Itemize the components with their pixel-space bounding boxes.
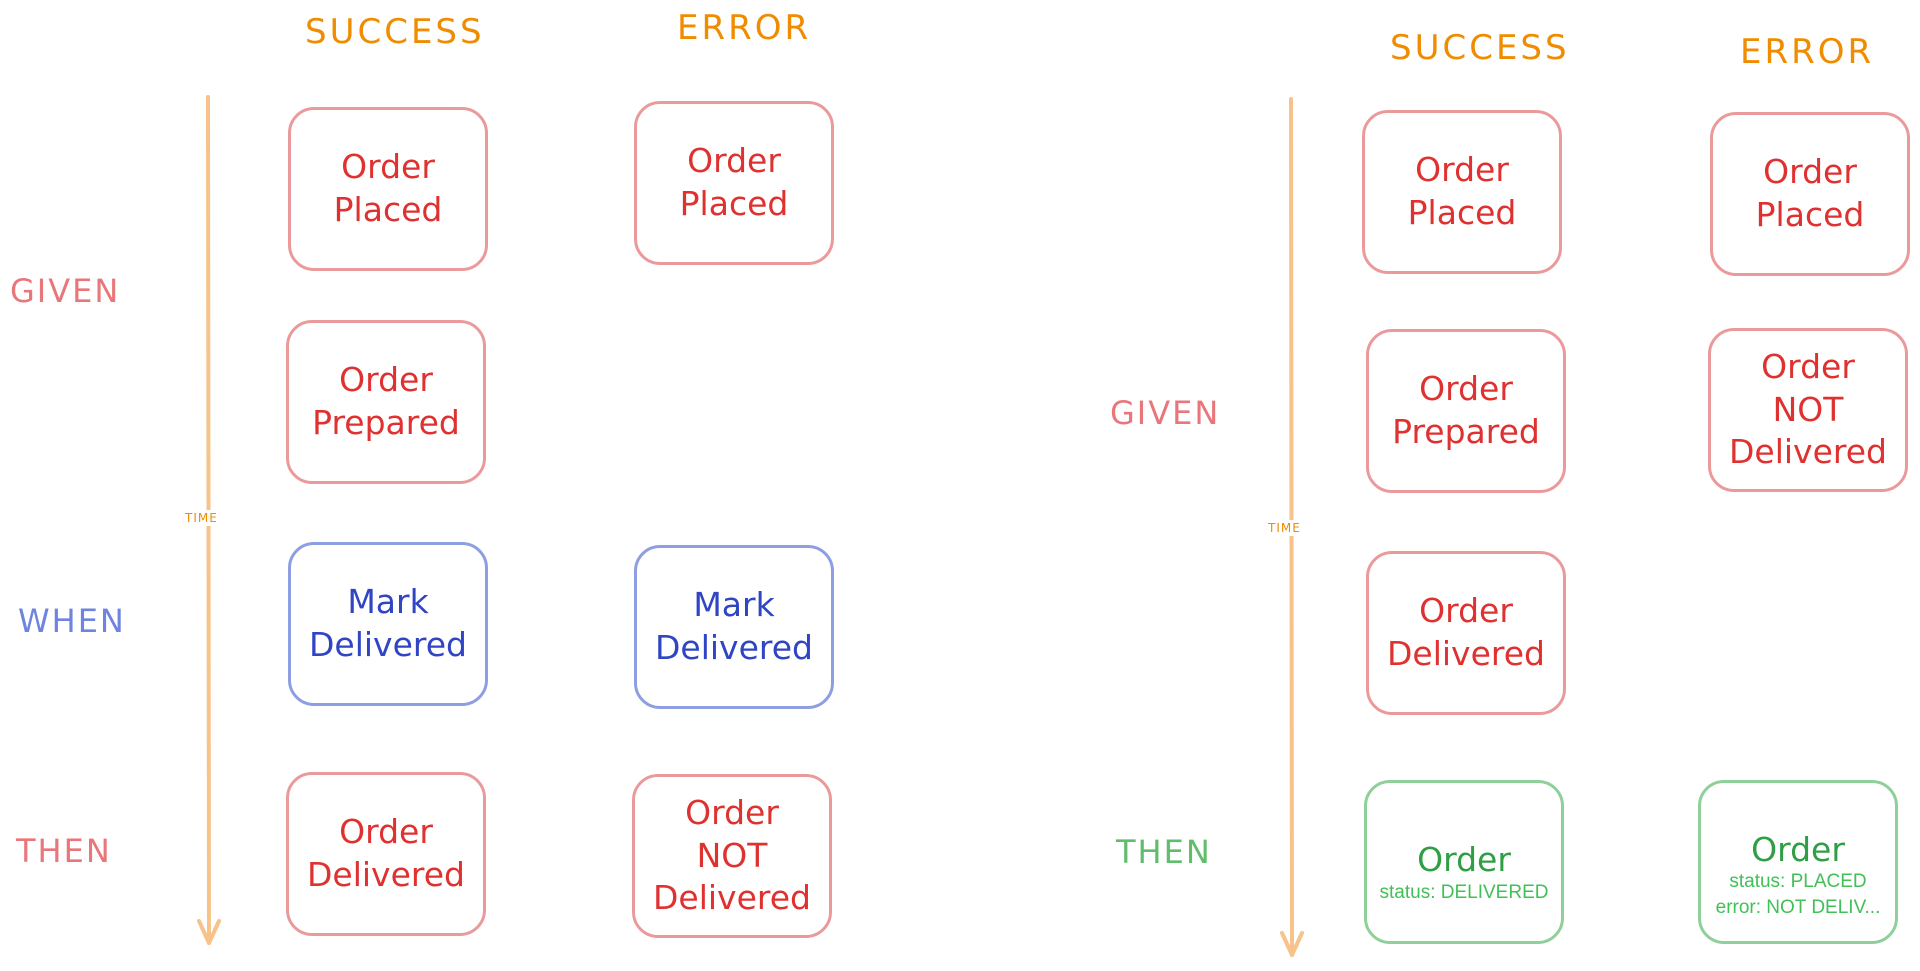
left-success-order-prepared-card: Order Prepared — [286, 320, 486, 484]
card-line: Order — [1763, 152, 1857, 192]
card-line: Order — [1415, 150, 1509, 190]
left-success-order-placed-card: Order Placed — [288, 107, 488, 271]
card-line: Delivered — [1387, 634, 1545, 673]
left-given-label: GIVEN — [10, 272, 121, 310]
right-then-label: THEN — [1116, 833, 1212, 871]
left-when-label: WHEN — [18, 602, 126, 640]
right-time-label: TIME — [1266, 520, 1303, 536]
left-then-label: THEN — [16, 832, 112, 870]
card-line: Delivered — [309, 625, 467, 664]
card-line: Order — [685, 792, 779, 832]
card-line: Order — [687, 141, 781, 181]
card-line: Mark — [347, 582, 429, 622]
card-line: Order — [1419, 369, 1513, 409]
card-line: Placed — [679, 184, 789, 223]
left-error-mark-delivered-card: Mark Delivered — [634, 545, 834, 709]
right-error-order-state-card: Order status: PLACED error: NOT DELIV... — [1698, 780, 1898, 944]
card-line: Delivered — [655, 628, 813, 667]
left-success-order-delivered-card: Order Delivered — [286, 772, 486, 936]
right-success-header: SUCCESS — [1390, 28, 1570, 68]
left-error-header: ERROR — [677, 8, 812, 48]
card-line: Delivered — [1729, 432, 1887, 472]
card-line: Prepared — [312, 403, 460, 442]
card-line: Order — [1761, 346, 1855, 386]
card-line: NOT — [1772, 389, 1844, 429]
left-success-mark-delivered-card: Mark Delivered — [288, 542, 488, 706]
right-success-order-delivered-card: Order Delivered — [1366, 551, 1566, 715]
card-line: Order — [1419, 591, 1513, 631]
right-success-order-placed-card: Order Placed — [1362, 110, 1562, 274]
right-error-order-not-delivered-card: Order NOT Delivered — [1708, 328, 1908, 492]
card-line: Placed — [333, 190, 443, 229]
card-title: Order — [1417, 840, 1511, 880]
left-error-order-not-delivered-card: Order NOT Delivered — [632, 774, 832, 938]
card-title: Order — [1751, 829, 1845, 869]
state-status-line: status: PLACED — [1729, 871, 1867, 893]
card-line: Order — [339, 812, 433, 852]
card-line: NOT — [696, 835, 768, 875]
card-line: Order — [341, 147, 435, 187]
right-success-order-prepared-card: Order Prepared — [1366, 329, 1566, 493]
card-line: Delivered — [653, 878, 811, 918]
card-line: Mark — [693, 585, 775, 625]
card-line: Placed — [1407, 193, 1517, 232]
card-line: Prepared — [1392, 412, 1540, 451]
state-error-line: error: NOT DELIV... — [1715, 896, 1881, 918]
right-error-order-placed-card: Order Placed — [1710, 112, 1910, 276]
left-error-order-placed-card: Order Placed — [634, 101, 834, 265]
card-line: Delivered — [307, 855, 465, 894]
left-time-label: TIME — [183, 510, 220, 526]
right-error-header: ERROR — [1740, 32, 1875, 72]
right-success-order-state-card: Order status: DELIVERED — [1364, 780, 1564, 944]
state-status-line: status: DELIVERED — [1379, 881, 1549, 903]
card-line: Placed — [1755, 195, 1865, 234]
right-given-label: GIVEN — [1110, 394, 1221, 432]
card-line: Order — [339, 360, 433, 400]
left-success-header: SUCCESS — [305, 12, 485, 52]
